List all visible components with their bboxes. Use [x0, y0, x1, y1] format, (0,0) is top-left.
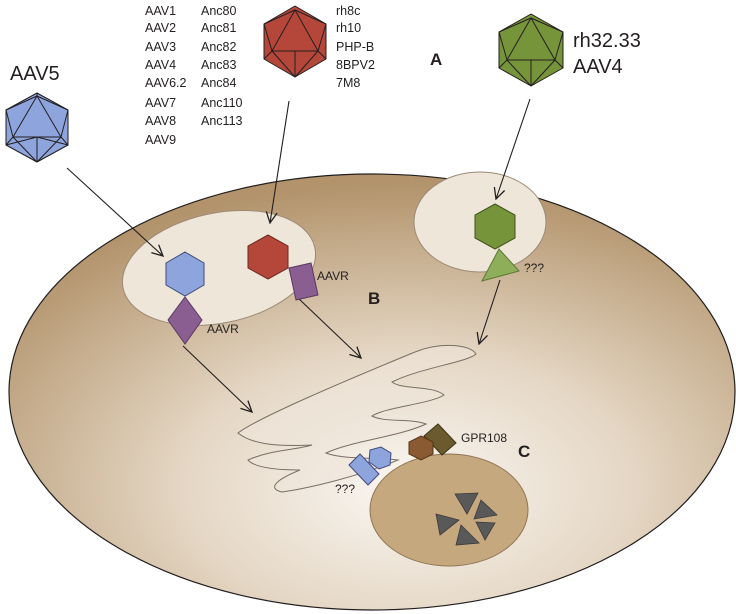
green-group-label-2: AAV4: [573, 56, 623, 78]
serotype-anc84: Anc84: [201, 76, 236, 90]
serotype-anc113: Anc113: [201, 114, 243, 128]
serotype-8bpv2: 8BPV2: [336, 58, 375, 72]
serotype-aav9: AAV9: [145, 133, 176, 147]
trafficking-arrows: [66, 98, 531, 412]
section-label-c: C: [518, 442, 530, 461]
serotype-aav8: AAV8: [145, 114, 176, 128]
serotype-anc83: Anc83: [201, 58, 236, 72]
aavr-receptor-left: [167, 296, 203, 345]
gpr108-label: GPR108: [461, 431, 507, 445]
arrow-aav5-entry: [66, 167, 163, 256]
aav5-capsid-in-endosome: [165, 251, 205, 297]
serotype-php-b: PHP-B: [336, 40, 374, 54]
serotype-aav2: AAV2: [145, 21, 176, 35]
aav5-capsid-icon: [5, 92, 69, 163]
golgi-apparatus: [237, 344, 477, 493]
serotype-aav3: AAV3: [145, 40, 176, 54]
serotype-aav6-2: AAV6.2: [145, 76, 187, 90]
green-capsid-icon: [498, 13, 564, 87]
red-capsid-icon: [263, 5, 327, 78]
arrow-green-entry: [496, 98, 531, 199]
arrow-left-to-golgi: [182, 345, 252, 412]
serotype-7m8: 7M8: [336, 76, 360, 90]
aavr-receptor-right: [288, 262, 319, 301]
serotype-anc80: Anc80: [201, 4, 236, 18]
gpr108-bound-capsid: [408, 435, 434, 461]
anc-serotype-list: Anc80 Anc81 Anc82 Anc83 Anc84 Anc110 Anc…: [201, 4, 243, 128]
serotype-rh8c: rh8c: [336, 4, 360, 18]
section-label-a: A: [430, 50, 442, 69]
serotype-rh10: rh10: [336, 21, 361, 35]
green-capsid-in-endosome: [474, 203, 516, 250]
serotype-anc82: Anc82: [201, 40, 236, 54]
arrow-red-entry: [270, 100, 290, 223]
rh-serotype-list: rh8c rh10 PHP-B 8BPV2 7M8: [336, 4, 375, 90]
serotype-aav4: AAV4: [145, 58, 176, 72]
unknown-golgi-receptor: [348, 453, 380, 486]
serotype-aav1: AAV1: [145, 4, 176, 18]
section-label-b: B: [368, 289, 380, 308]
green-group-label-1: rh32.33: [573, 30, 641, 52]
serotype-anc110: Anc110: [201, 96, 243, 110]
aavr-label-left: AAVR: [207, 322, 239, 336]
aav5-label: AAV5: [10, 63, 60, 85]
nuclear-capsid-fragments: [435, 492, 498, 546]
nucleus: [369, 453, 529, 567]
arrow-right-to-golgi: [297, 297, 361, 358]
unknown-golgi-capsid: [368, 446, 392, 470]
red-capsid-in-endosome: [247, 234, 289, 280]
aav-serotype-list: AAV1 AAV2 AAV3 AAV4 AAV6.2 AAV7 AAV8 AAV…: [145, 4, 187, 147]
gpr108-receptor: [423, 423, 457, 456]
unknown-green-receptor: [481, 248, 520, 282]
unknown-golgi-receptor-label: ???: [335, 482, 355, 496]
arrow-green-to-golgi: [479, 279, 501, 344]
unknown-green-receptor-label: ???: [524, 261, 544, 275]
serotype-aav7: AAV7: [145, 96, 176, 110]
aavr-label-right: AAVR: [317, 269, 349, 283]
serotype-anc81: Anc81: [201, 21, 236, 35]
